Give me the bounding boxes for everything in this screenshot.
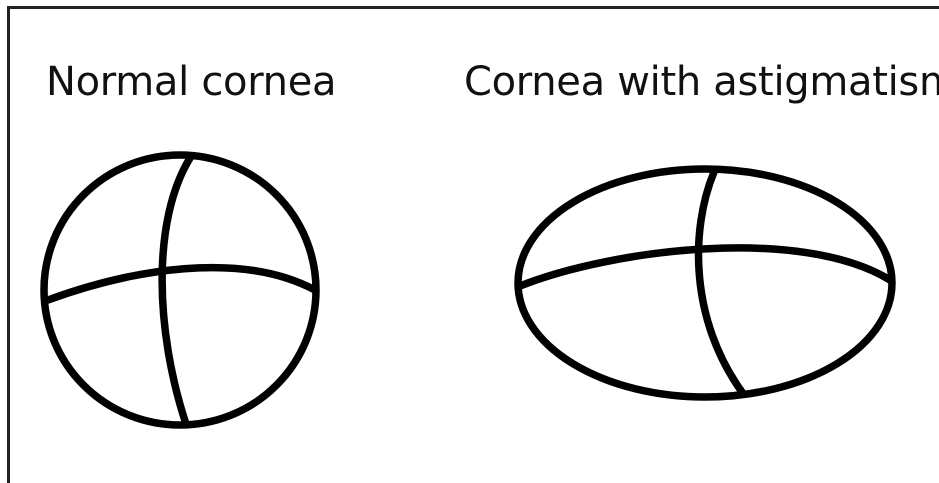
normal-cornea-horizontal-meridian (48, 268, 315, 300)
normal-cornea-vertical-meridian (162, 158, 190, 424)
astigmatism-cornea-vertical-meridian (699, 172, 742, 392)
normal-cornea-icon (44, 155, 316, 425)
astigmatism-cornea-icon (518, 169, 892, 397)
astigmatism-cornea-horizontal-meridian (520, 248, 890, 286)
